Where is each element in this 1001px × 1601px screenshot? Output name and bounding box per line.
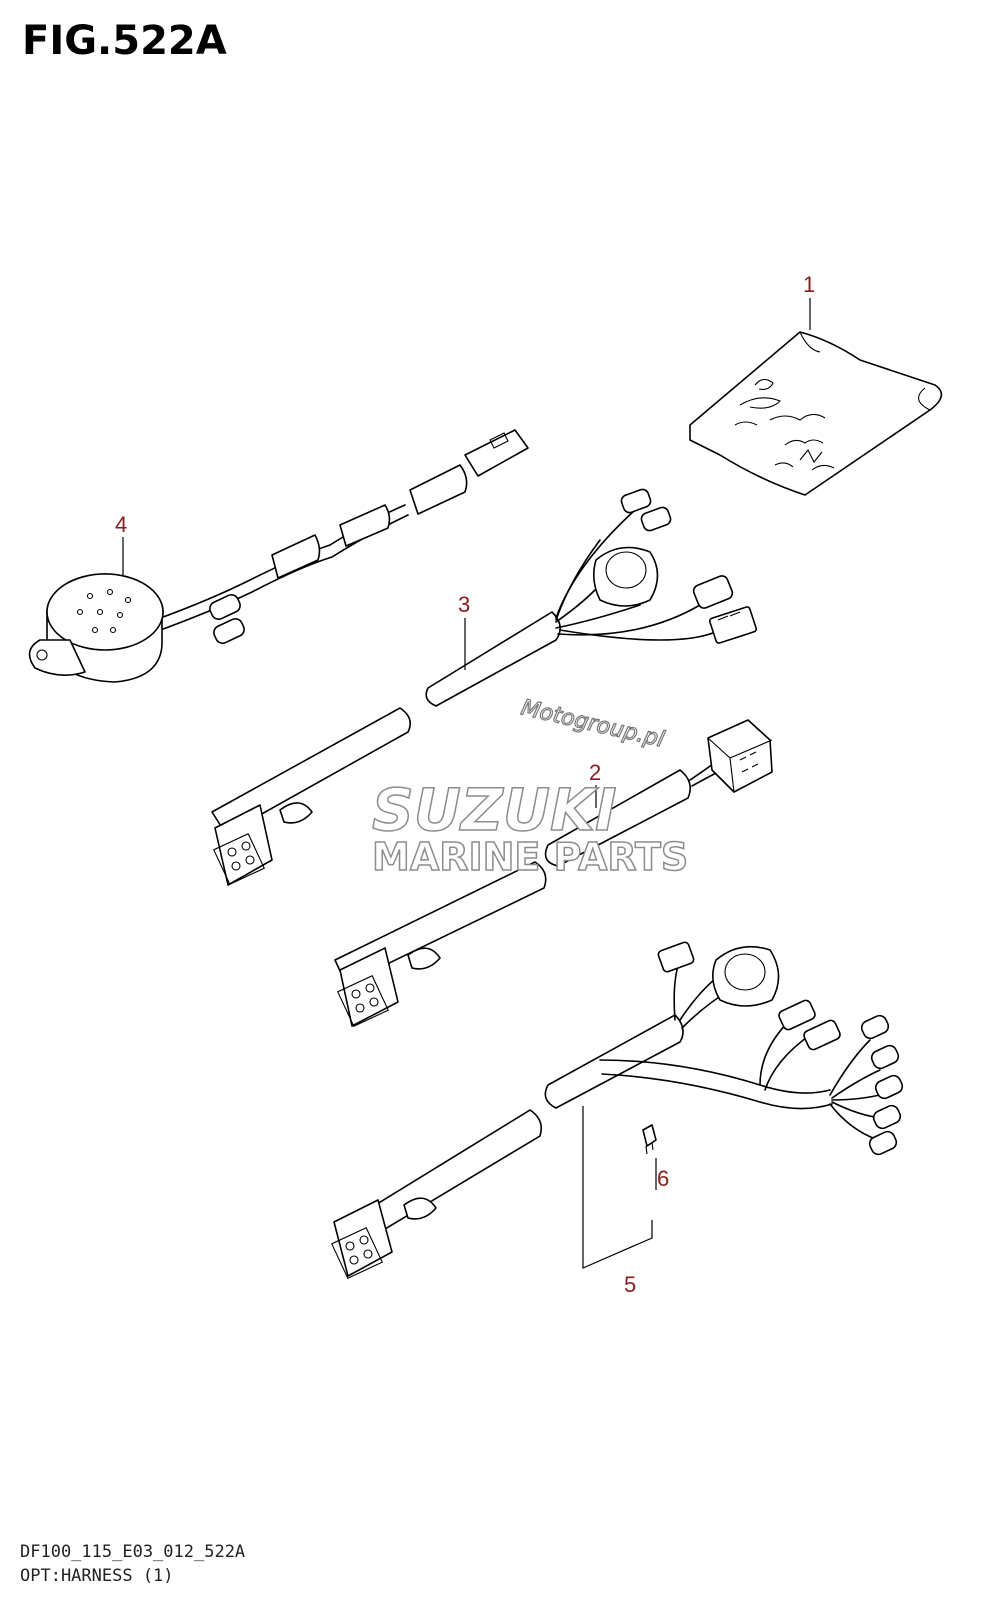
callout-2: 2	[589, 760, 601, 785]
callout-3: 3	[458, 592, 470, 617]
part-2-harness-drawing	[334, 719, 773, 1027]
watermark-brand: SUZUKI	[372, 776, 617, 844]
figure-subtitle: OPT:HARNESS (1)	[20, 1566, 174, 1586]
figure-code: DF100_115_E03_012_522A	[20, 1542, 246, 1562]
leader-lines	[122, 298, 811, 1269]
callout-4: 4	[115, 512, 127, 537]
part-5-harness-drawing	[331, 941, 904, 1279]
callout-1: 1	[803, 272, 815, 297]
watermark-site: Motogroup.pl	[519, 695, 667, 752]
part-3-harness-drawing	[211, 488, 758, 886]
callout-6: 6	[657, 1166, 669, 1191]
part-1-bag-drawing	[689, 331, 943, 496]
callout-5: 5	[624, 1272, 636, 1297]
part-4-buzzer-drawing	[28, 429, 529, 683]
part-6-fuse-drawing	[642, 1124, 657, 1155]
watermark: Motogroup.pl SUZUKI MARINE PARTS	[371, 695, 689, 880]
figure-title: FIG.522A	[22, 18, 227, 64]
watermark-tagline: MARINE PARTS	[372, 835, 688, 879]
